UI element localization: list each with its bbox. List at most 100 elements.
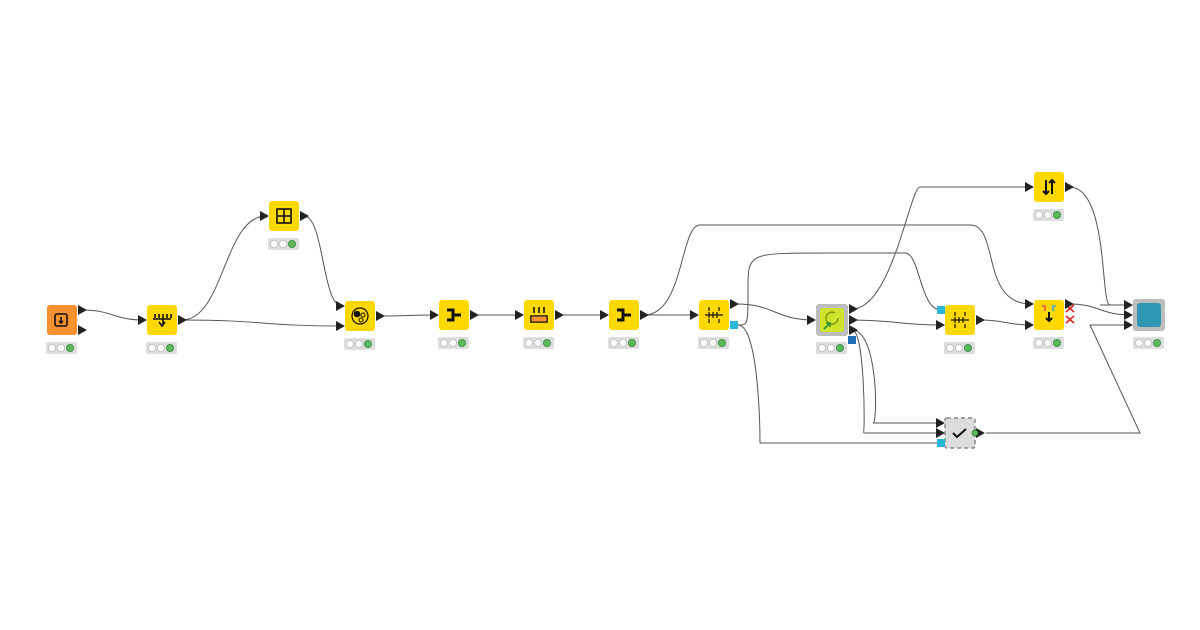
output-port[interactable]	[78, 325, 87, 335]
connection-n7-n12[interactable]	[643, 224, 1032, 316]
output-port[interactable]	[1065, 299, 1074, 309]
connection-n2-n3[interactable]	[181, 215, 267, 321]
output-port[interactable]	[78, 305, 87, 315]
input-port[interactable]	[336, 321, 345, 331]
node-n6-groupby[interactable]	[515, 300, 564, 349]
node-status-traffic-light	[523, 337, 554, 349]
node-body	[524, 300, 554, 330]
node-n7-splitter[interactable]	[600, 300, 649, 349]
splitter-icon	[447, 308, 461, 322]
connection-n4-n5[interactable]	[379, 314, 437, 317]
connection-n8-n10[interactable]	[737, 252, 942, 326]
node-status-traffic-light	[344, 338, 375, 350]
node-n13-loop-end[interactable]	[1124, 299, 1165, 349]
output-port[interactable]	[976, 428, 985, 438]
connection-n11-n13[interactable]	[1068, 186, 1131, 306]
node-n9-loop-start[interactable]	[807, 304, 858, 354]
connection-n8-n9[interactable]	[735, 303, 815, 321]
input-port[interactable]	[690, 310, 699, 320]
file-reader-icon	[54, 313, 68, 327]
node-n4-cluster[interactable]	[336, 301, 385, 350]
node-n1-file-reader[interactable]	[46, 305, 87, 354]
node-status-traffic-light	[1033, 337, 1064, 349]
input-port[interactable]	[1025, 299, 1034, 309]
node-body	[47, 305, 77, 335]
output-port[interactable]	[730, 299, 739, 309]
input-port[interactable]	[936, 428, 945, 438]
output-port[interactable]	[849, 304, 858, 314]
connection-n9-n11[interactable]	[851, 186, 1032, 310]
cluster-icon	[351, 307, 369, 325]
splitter-icon	[617, 308, 631, 322]
connection-n9-n10[interactable]	[851, 319, 943, 326]
connection-n2-n4[interactable]	[181, 319, 343, 327]
input-port[interactable]	[336, 301, 345, 311]
table-view-icon	[276, 208, 292, 224]
input-port[interactable]	[1025, 182, 1034, 192]
node-status-traffic-light	[268, 238, 299, 250]
output-port[interactable]	[555, 310, 564, 320]
node-body	[345, 301, 375, 331]
loop-flow-variable-port[interactable]	[848, 336, 856, 344]
node-body	[1137, 303, 1161, 327]
node-status-traffic-light	[46, 342, 77, 354]
input-port[interactable]	[807, 315, 816, 325]
connections-layer	[81, 186, 1141, 444]
input-port[interactable]	[1124, 310, 1133, 320]
node-n11-sorter[interactable]	[1025, 172, 1074, 221]
column-filter-icon	[153, 314, 172, 328]
component-status-icon	[971, 429, 979, 437]
output-port[interactable]	[976, 315, 985, 325]
node-n3-table-view[interactable]	[260, 201, 309, 250]
input-port[interactable]	[600, 310, 609, 320]
node-n2-column-filter[interactable]	[138, 305, 187, 354]
connection-n12-n13[interactable]	[1068, 303, 1132, 316]
connection-n10-n12[interactable]	[979, 319, 1032, 326]
node-status-traffic-light	[438, 337, 469, 349]
connection-n9-n14[interactable]	[851, 329, 942, 434]
output-port[interactable]	[1065, 182, 1074, 192]
input-port[interactable]	[1124, 320, 1133, 330]
partitioning-icon	[705, 307, 723, 323]
node-status-traffic-light	[698, 337, 729, 349]
node-n14-validation-component[interactable]	[936, 417, 985, 449]
connection-n8-n14[interactable]	[737, 324, 941, 444]
node-body	[147, 305, 177, 335]
input-port[interactable]	[138, 315, 147, 325]
node-body	[1034, 172, 1064, 202]
output-port[interactable]	[178, 315, 187, 325]
flow-variable-input-port[interactable]	[937, 439, 945, 447]
input-port[interactable]	[430, 310, 439, 320]
input-port[interactable]	[936, 418, 945, 428]
input-port[interactable]	[515, 310, 524, 320]
connection-n9-n14[interactable]	[851, 329, 942, 424]
node-status-traffic-light	[146, 342, 177, 354]
connection-n1-n2[interactable]	[81, 309, 145, 321]
output-port[interactable]	[640, 310, 649, 320]
input-port[interactable]	[936, 320, 945, 330]
node-n8-partitioning[interactable]	[690, 299, 739, 349]
output-port[interactable]	[300, 211, 309, 221]
output-port[interactable]	[849, 325, 858, 335]
sorter-icon	[1042, 178, 1056, 196]
node-n5-splitter[interactable]	[430, 300, 479, 349]
validation-component-icon	[952, 428, 967, 439]
output-port[interactable]	[376, 311, 385, 321]
input-port[interactable]	[1124, 300, 1133, 310]
connection-n14-n13[interactable]	[985, 324, 1141, 434]
flow-variable-input-port[interactable]	[937, 306, 945, 314]
node-n12-concatenate[interactable]	[1025, 299, 1075, 349]
output-port[interactable]	[470, 310, 479, 320]
inactive-port-icon	[1065, 304, 1075, 324]
node-status-traffic-light	[944, 342, 975, 354]
connection-n3-n4[interactable]	[303, 215, 343, 307]
nodes-layer	[46, 172, 1165, 449]
node-status-traffic-light	[1133, 337, 1164, 349]
node-n10-partitioning[interactable]	[936, 305, 985, 354]
input-port[interactable]	[260, 211, 269, 221]
loop-start-icon	[823, 311, 839, 330]
output-port[interactable]	[849, 315, 858, 325]
input-port[interactable]	[1025, 320, 1034, 330]
flow-variable-output-port[interactable]	[730, 321, 738, 329]
